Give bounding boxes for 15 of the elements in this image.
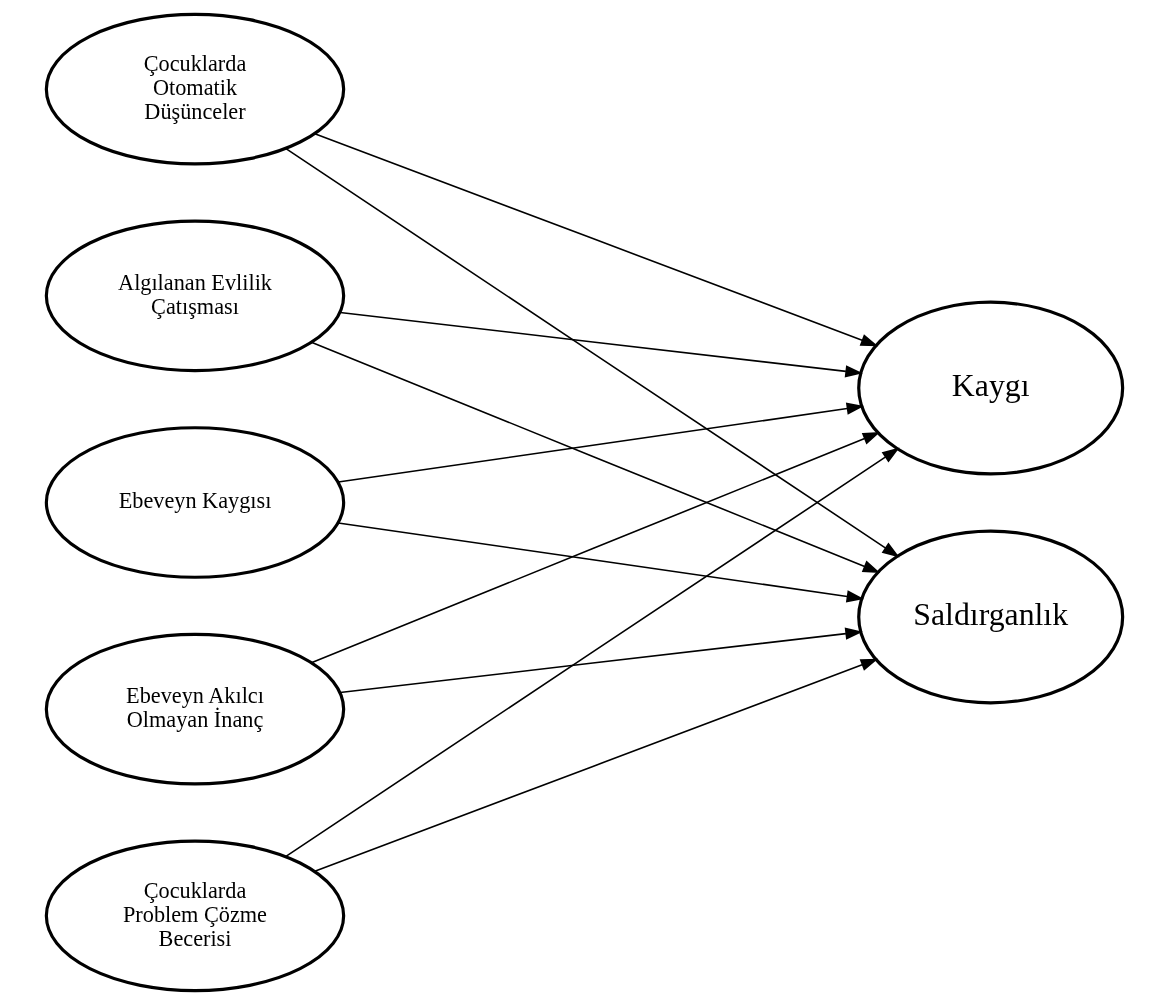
arrow	[310, 432, 880, 664]
node-ellipse: Algılanan Evlilik Çatışması	[44, 219, 345, 373]
arrow	[284, 447, 900, 858]
node-ellipse: Çocuklarda Otomatik Düşünceler	[44, 12, 345, 166]
arrow	[284, 147, 900, 558]
arrow	[338, 627, 863, 694]
arrow	[313, 658, 878, 873]
arrow	[310, 341, 880, 573]
node-ellipse: Ebeveyn Kaygısı	[44, 426, 345, 579]
node-ellipse: Çocuklarda Problem Çözme Becerisi	[44, 839, 345, 993]
arrow	[336, 522, 864, 603]
arrow	[336, 402, 864, 483]
node-ellipse: Ebeveyn Akılcı Olmayan İnanç	[44, 632, 345, 786]
arrow	[313, 132, 878, 347]
arrow	[338, 311, 863, 378]
